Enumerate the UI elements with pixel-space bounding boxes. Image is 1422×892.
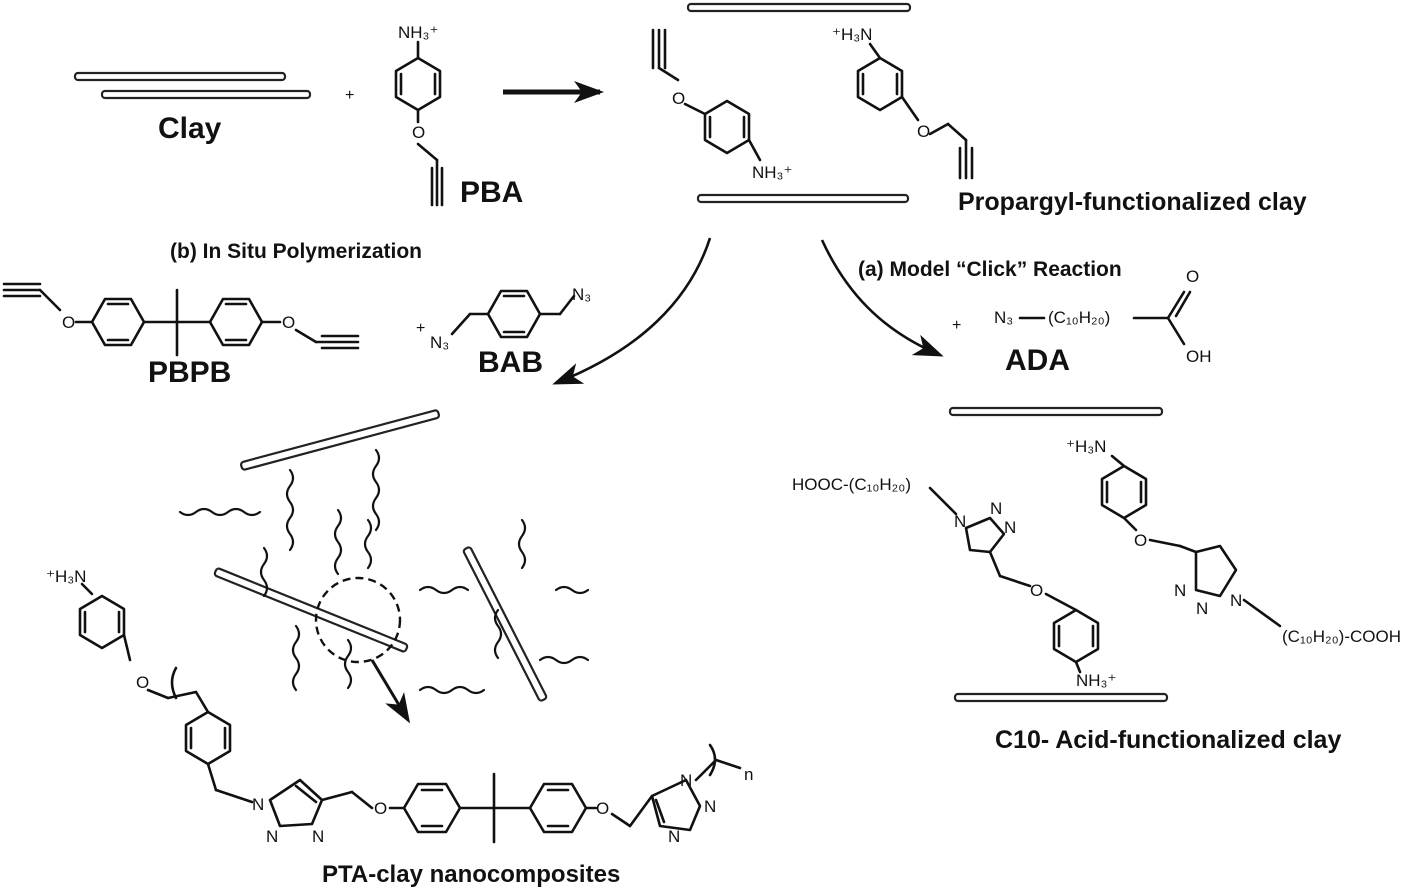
ada-n3-label: N₃ (994, 308, 1013, 327)
c10-right-h3n: ⁺H₃N (1066, 437, 1106, 456)
c10-molecule-right: ⁺H₃N O N N N (C₁₀H₂₀)-COOH (1066, 437, 1401, 646)
pta-triazole2-n3: N (704, 797, 716, 816)
ada-o-label: O (1186, 267, 1199, 286)
propargyl-molecule-2: ⁺H₃N O (832, 25, 974, 180)
model-click-label: (a) Model “Click” Reaction (858, 258, 1122, 281)
propargyl-clay-label: Propargyl-functionalized clay (958, 188, 1307, 216)
triazole-right-n2: N (1196, 599, 1208, 618)
triazole-left-n3: N (1004, 518, 1016, 537)
pta-o-2: O (374, 799, 387, 818)
c10-clay-layers (948, 406, 1169, 703)
pta-triazole2-n1: N (680, 771, 692, 790)
clay-layers (73, 71, 312, 100)
in-situ-label: (b) In Situ Polymerization (170, 240, 422, 263)
bab-n3-left: N₃ (430, 333, 449, 352)
pta-triazole1-n2: N (266, 827, 278, 846)
pbpb-o-left: O (62, 313, 75, 332)
clay-label: Clay (158, 112, 222, 145)
pba-molecule: NH₃⁺ O (394, 23, 444, 207)
bab-molecule: N₃ N₃ (430, 285, 591, 352)
arrow-to-polymerization (552, 237, 712, 385)
pta-triazole1-n1: N (252, 795, 264, 814)
c10-left-o: O (1030, 581, 1043, 600)
propargyl-nh3-label-2: ⁺H₃N (832, 25, 872, 44)
pta-o-3: O (596, 799, 609, 818)
triazole-right-n3: N (1230, 591, 1242, 610)
triazole-left-n2: N (990, 499, 1002, 518)
zoom-circle (314, 576, 402, 664)
propargyl-clay-layers (686, 2, 912, 204)
triazole-left-n1: N (954, 512, 966, 531)
ada-molecule: N₃ (C₁₀H₂₀) O OH (994, 267, 1212, 366)
pbpb-label: PBPB (148, 356, 231, 389)
ada-label: ADA (1005, 344, 1070, 377)
pta-subscript-n: n (744, 765, 753, 784)
pta-triazole1-n3: N (312, 827, 324, 846)
c10-left-nh3: NH₃⁺ (1076, 671, 1116, 690)
exfoliated-clay-sheets (213, 409, 548, 724)
pbpb-molecule: O O (2, 282, 360, 357)
pbpb-o-right: O (282, 313, 295, 332)
arrow-to-click-reaction (820, 239, 944, 357)
pba-nh3-label: NH₃⁺ (398, 23, 438, 42)
c10-clay-label: C10- Acid-functionalized clay (995, 726, 1341, 754)
ada-c10h20-label: (C₁₀H₂₀) (1048, 308, 1110, 327)
pta-triazole2-n2: N (668, 827, 680, 846)
c10-cooh-label: (C₁₀H₂₀)-COOH (1282, 627, 1401, 646)
zoom-arrow (370, 659, 411, 724)
hooc-c10-label: HOOC-(C₁₀H₂₀) (792, 475, 911, 494)
plus-sign-3: + (952, 317, 961, 334)
plus-sign-1: + (345, 87, 354, 104)
triazole-right-n1: N (1174, 581, 1186, 600)
pta-polymer-structure: ⁺H₃N O N N N O O (46, 567, 753, 846)
propargyl-o-label-1: O (672, 89, 685, 108)
ada-oh-label: OH (1186, 347, 1212, 366)
propargyl-o-label-2: O (917, 122, 930, 141)
pta-clay-label: PTA-clay nanocomposites (322, 861, 620, 888)
c10-right-o: O (1134, 531, 1147, 550)
propargyl-nh3-label-1: NH₃⁺ (752, 163, 792, 182)
pta-o-1: O (136, 673, 149, 692)
pba-label: PBA (460, 176, 523, 209)
polymer-chains (178, 448, 590, 695)
plus-sign-2: + (416, 320, 425, 337)
pba-o-label: O (412, 123, 425, 142)
bab-label: BAB (478, 346, 543, 379)
bab-n3-right: N₃ (572, 285, 591, 304)
propargyl-molecule-1: O NH₃⁺ (651, 28, 792, 182)
pta-h3n-label: ⁺H₃N (46, 567, 86, 586)
c10-molecule-left: HOOC-(C₁₀H₂₀) N N N O NH₃⁺ (792, 475, 1116, 690)
